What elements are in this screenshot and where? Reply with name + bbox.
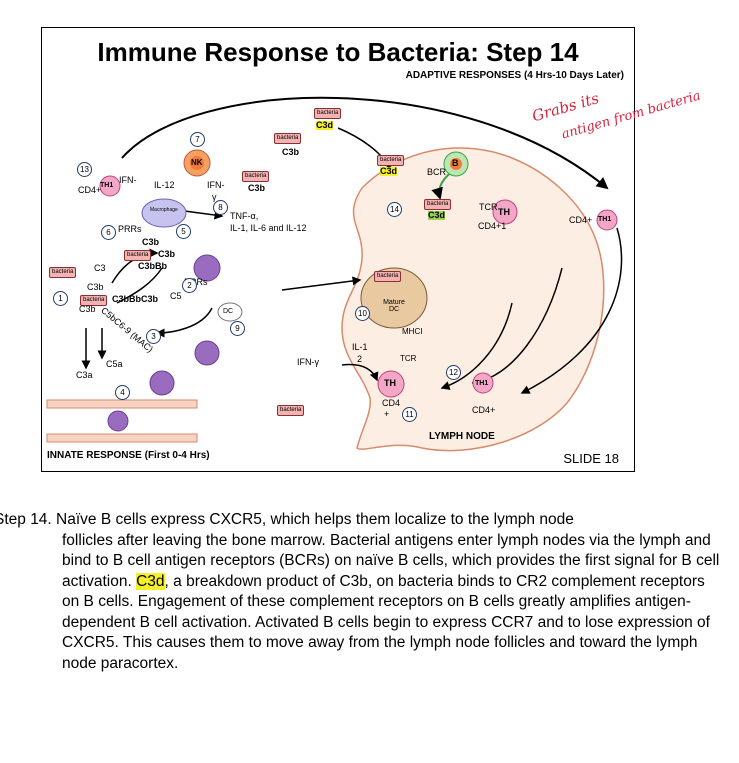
- bacteria-chip: bacteria: [314, 108, 342, 120]
- bacteria-chip: bacteria: [424, 199, 452, 211]
- th-cell-top: [492, 199, 518, 225]
- cd4-label: CD4+: [78, 185, 102, 195]
- note-highlight: C3d: [136, 572, 165, 590]
- c3d-label: C3d: [428, 210, 446, 220]
- c3b-label: C3b: [87, 282, 104, 292]
- th1-cell-node: [472, 372, 494, 394]
- step-number-3: 3: [146, 329, 161, 344]
- step-number-13: 13: [77, 162, 92, 177]
- prrs-label: PRRs: [118, 224, 142, 234]
- c5-label: C5: [170, 291, 182, 301]
- th1-label: TH1: [100, 182, 114, 189]
- lymph-node-label: LYMPH NODE: [429, 431, 495, 442]
- cd41-label: CD4+1: [478, 221, 507, 231]
- c3-label: C3: [94, 263, 106, 273]
- note-text-b: , a breakdown product of C3b, on bacteri…: [62, 572, 710, 672]
- bcr-label: BCR: [427, 167, 447, 177]
- c3d-label: C3d: [316, 120, 334, 130]
- innate-label: INNATE RESPONSE (First 0-4 Hrs): [47, 450, 210, 461]
- neutrophil-4: [107, 410, 129, 432]
- slide-diagram: Immune Response to Bacteria: Step 14 ADA…: [41, 27, 635, 472]
- bacteria-chip: bacteria: [124, 250, 152, 262]
- th-label: TH: [384, 378, 396, 388]
- neutrophil-1: [193, 254, 221, 282]
- dc-label: DC: [223, 308, 234, 315]
- macrophage-cell: [141, 198, 187, 228]
- ifn-gamma-label: IFN-γ: [297, 357, 319, 367]
- il12-label: IL-12: [154, 180, 175, 190]
- ifn-nk-label: IFN-: [207, 180, 225, 190]
- il1-2-label: IL-1: [352, 342, 368, 352]
- note-body: follicles after leaving the bone marrow.…: [62, 531, 722, 675]
- step-number-9: 9: [230, 321, 245, 336]
- step-number-11: 11: [402, 407, 417, 422]
- cd4plus-label: CD4+: [569, 215, 593, 225]
- th1-cell-right: [596, 209, 618, 231]
- step-number-12: 12: [446, 365, 461, 380]
- th-label: TH: [498, 207, 510, 217]
- step-number-6: 6: [101, 225, 116, 240]
- step-number-7: 7: [190, 132, 205, 147]
- bacteria-chip: bacteria: [49, 267, 77, 279]
- step-number-5: 5: [176, 224, 191, 239]
- il2-label: 2: [357, 354, 363, 364]
- bacteria-chip: bacteria: [242, 171, 270, 183]
- mhci-label: MHCI: [402, 327, 423, 336]
- neutrophil-3: [149, 370, 175, 396]
- mature-dc-label: Mature DC: [383, 299, 405, 313]
- gamma-label: γ: [212, 192, 217, 202]
- step-number-10: 10: [355, 306, 370, 321]
- tcr-label: TCR: [400, 354, 417, 363]
- c3a-label: C3a: [76, 370, 93, 380]
- bacteria-chip: bacteria: [377, 155, 405, 167]
- adaptive-label: ADAPTIVE RESPONSES (4 Hrs-10 Days Later): [405, 70, 624, 81]
- neutrophil-2: [194, 340, 220, 366]
- step-number-8: 8: [213, 200, 228, 215]
- bacteria-chip: bacteria: [277, 405, 305, 417]
- th1-label: TH1: [598, 216, 612, 223]
- step-number-4: 4: [115, 385, 130, 400]
- th1-label: TH1: [475, 380, 489, 387]
- tnf-label: TNF-α,: [230, 211, 259, 221]
- step-number-1: 1: [53, 291, 68, 306]
- step-number-14: 14: [387, 202, 402, 217]
- note-text-a: follicles after leaving the bone marrow.…: [62, 531, 720, 590]
- c3b-label: C3b: [79, 304, 96, 314]
- step-number-2: 2: [182, 278, 197, 293]
- ifn-label: IFN-: [119, 175, 137, 185]
- c3bbb-label: C3bBb: [138, 261, 167, 271]
- macrophage-label: Macrophage: [150, 207, 178, 213]
- c3b-label: C3b: [142, 237, 160, 247]
- plus-label: +: [384, 409, 390, 419]
- tcr-label: TCR: [479, 202, 498, 212]
- dendritic-cell: [217, 302, 243, 322]
- c3d-label: C3d: [380, 166, 398, 176]
- bacteria-chip: bacteria: [274, 133, 302, 145]
- b-label: B: [452, 158, 459, 168]
- bacteria-chip: bacteria: [80, 295, 108, 307]
- slide-title: Immune Response to Bacteria: Step 14: [97, 37, 579, 67]
- c3b-label: C3b: [158, 249, 176, 259]
- c3bbbc3b-label: C3bBbC3b: [112, 294, 159, 304]
- slide-number: SLIDE 18: [563, 451, 619, 466]
- lymph-node-shape: [341, 147, 605, 452]
- mature-dc-cell: [360, 267, 428, 329]
- bacteria-chip: bacteria: [374, 271, 402, 283]
- c5a-label: C5a: [106, 359, 123, 369]
- c3b-label: C3b: [248, 183, 266, 193]
- c3b-label: C3b: [282, 147, 300, 157]
- step-note: Step 14. Naïve B cells express CXCR5, wh…: [0, 510, 739, 674]
- th-cell-center: [377, 370, 405, 398]
- cd4-label: CD4: [382, 398, 401, 408]
- nk-label: NK: [191, 158, 203, 167]
- th1-cell-left: [99, 175, 121, 197]
- il1-label: IL-1, IL-6 and IL-12: [230, 223, 307, 233]
- diagram-graphics: [46, 96, 623, 452]
- note-first-line: Step 14. Naïve B cells express CXCR5, wh…: [0, 511, 574, 528]
- cd4plus-label: CD4+: [472, 405, 496, 415]
